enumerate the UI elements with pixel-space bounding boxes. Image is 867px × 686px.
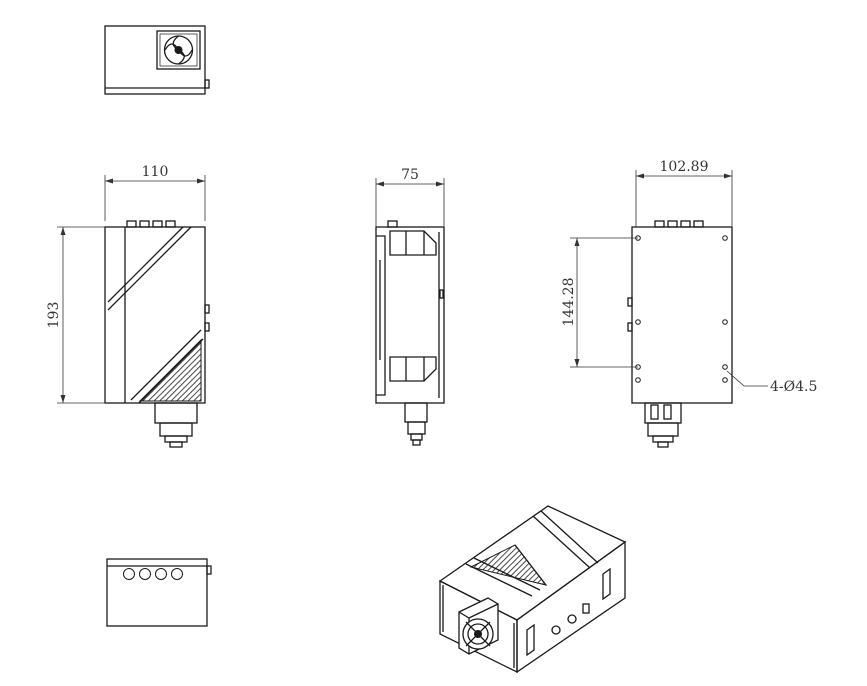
dimension-75: 75 bbox=[375, 167, 445, 227]
back-view bbox=[627, 220, 733, 448]
dimension-label-144-28: 144.28 bbox=[561, 278, 577, 327]
dimension-110: 110 bbox=[104, 164, 206, 221]
dimension-144-28: 144.28 bbox=[561, 237, 638, 368]
dimension-102-89: 102.89 bbox=[635, 159, 733, 227]
dimension-193: 193 bbox=[46, 226, 105, 404]
dimension-label-110: 110 bbox=[142, 164, 169, 180]
front-view bbox=[104, 220, 210, 448]
dimension-label-102-89: 102.89 bbox=[660, 159, 709, 175]
hole-callout: 4-Ø4.5 bbox=[726, 370, 817, 395]
dimension-label-75: 75 bbox=[401, 167, 419, 183]
fan-icon bbox=[156, 30, 201, 70]
connector-icon bbox=[458, 597, 499, 655]
dimension-label-193: 193 bbox=[46, 302, 62, 329]
bottom-view bbox=[106, 558, 212, 627]
top-view bbox=[104, 25, 210, 95]
hole-callout-label: 4-Ø4.5 bbox=[770, 379, 817, 395]
side-view bbox=[375, 220, 445, 446]
isometric-view bbox=[438, 505, 627, 674]
